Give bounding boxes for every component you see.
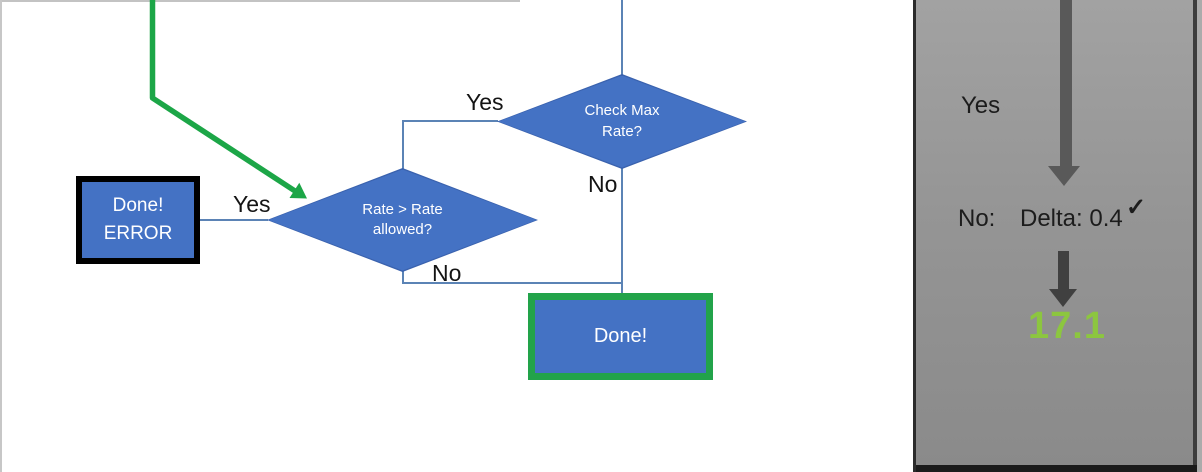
done-error-line2: ERROR	[103, 223, 173, 244]
rate-allowed-line2: allowed?	[372, 221, 433, 238]
connector-rate-no-horizontal	[402, 282, 623, 284]
screen-photo-panel: Yes No: Delta: 0.4 ✓ 17.1	[913, 0, 1202, 472]
done-error-line1: Done!	[112, 195, 164, 217]
check-max-rate-line1: Check Max	[584, 102, 660, 120]
check-mark-icon: ✓	[1126, 194, 1147, 221]
edge-label-check-no: No	[588, 171, 618, 197]
connector-top-into-check-max	[621, 0, 623, 76]
check-max-rate-line2: Rate?	[601, 122, 643, 140]
connector-rate-no-vertical	[402, 271, 404, 284]
panel-bottom-bezel	[916, 465, 1197, 472]
panel-right-border	[1193, 0, 1197, 472]
panel-no-label: No:	[958, 205, 996, 232]
terminal-done-error: Done! ERROR	[76, 176, 200, 264]
connector-check-no-vertical	[621, 167, 623, 294]
edge-label-check-yes: Yes	[466, 89, 504, 115]
down-arrow-long-head-icon	[1048, 166, 1080, 186]
down-arrow-short-head-icon	[1049, 289, 1077, 307]
edge-label-rate-no: No	[432, 260, 462, 286]
connector-rate-yes-horizontal	[199, 219, 268, 221]
rate-allowed-line1: Rate > Rate	[362, 200, 443, 218]
connector-check-yes-vertical	[402, 120, 404, 170]
down-arrow-short-shaft	[1058, 251, 1069, 289]
result-value: 17.1	[1028, 305, 1106, 347]
terminal-done: Done!	[528, 293, 713, 380]
panel-delta-value: Delta: 0.4	[1020, 205, 1123, 232]
window-top-edge	[0, 0, 520, 2]
connector-check-yes-horizontal	[402, 120, 498, 122]
done-label: Done!	[593, 325, 648, 347]
edge-label-rate-yes: Yes	[233, 191, 271, 217]
panel-right-sliver	[1197, 0, 1202, 472]
window-left-edge	[0, 0, 2, 472]
panel-yes-label: Yes	[961, 92, 1001, 119]
down-arrow-long-shaft	[1060, 0, 1072, 166]
